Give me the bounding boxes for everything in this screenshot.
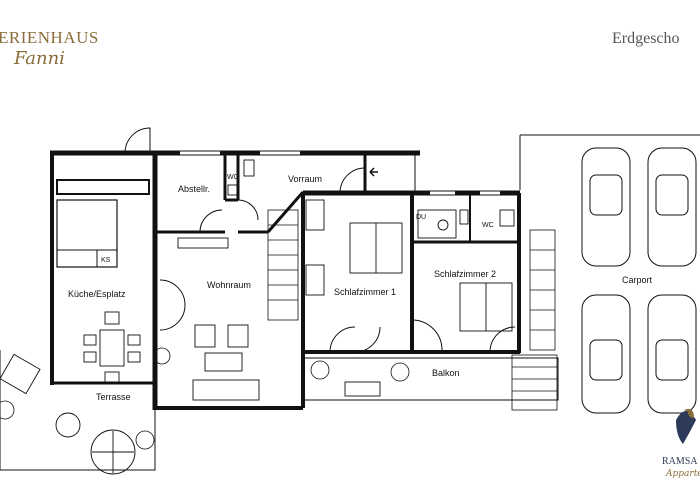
outdoor-areas: [0, 134, 700, 471]
logo-line1: RAMSA: [662, 456, 698, 467]
label-balkon: Balkon: [432, 368, 460, 378]
ram-logo-icon: [676, 409, 696, 444]
label-du: DU: [416, 214, 426, 221]
label-wc-1: WC: [227, 174, 239, 181]
carport-cars: [581, 147, 697, 414]
brand-subname: Fanni: [14, 48, 65, 69]
walls: [50, 150, 521, 410]
label-schlafzimmer-1: Schlafzimmer 1: [334, 287, 396, 297]
floor-title: Erdgescho: [612, 30, 680, 47]
label-ks: KS: [101, 257, 111, 264]
logo-line2: Appartemen: [666, 469, 700, 479]
label-vorraum: Vorraum: [288, 174, 322, 184]
label-carport: Carport: [622, 275, 653, 285]
entry-arrow-icon: [369, 167, 378, 177]
label-wc-2: WC: [482, 222, 494, 229]
brand-name: ERIENHAUS: [0, 28, 99, 47]
label-wohnraum: Wohnraum: [207, 280, 251, 290]
furniture: [0, 159, 515, 475]
label-schlafzimmer-2: Schlafzimmer 2: [434, 269, 496, 279]
label-terrasse: Terrasse: [96, 392, 131, 402]
doors: [124, 127, 516, 353]
brand-logo: ERIENHAUS Fanni: [0, 28, 110, 69]
plant-icon: [0, 347, 410, 450]
label-kueche: Küche/Esplatz: [68, 289, 126, 299]
label-abstellraum: Abstellr.: [178, 184, 210, 194]
stairs: [267, 209, 558, 411]
